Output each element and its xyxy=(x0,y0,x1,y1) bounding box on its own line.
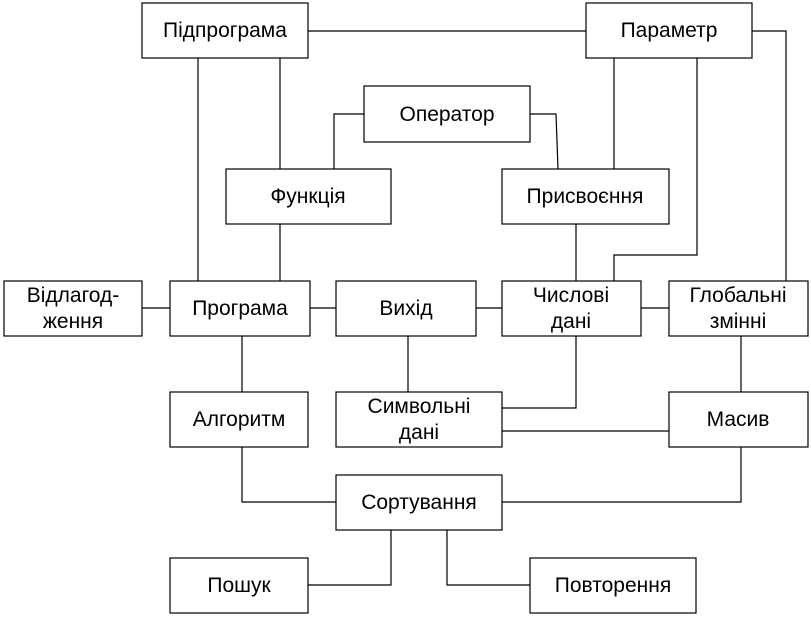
node-operator: Оператор xyxy=(363,85,531,143)
edge-masyv-sortuvannia xyxy=(502,447,742,503)
node-label: Масив xyxy=(707,408,770,431)
edge-chyslovi-dani-symvolni-dani xyxy=(502,336,577,409)
node-label-line2: ження xyxy=(43,310,103,333)
node-label: Програма xyxy=(192,297,288,320)
node-pidprohrama: Підпрограма xyxy=(141,2,309,59)
node-povtorennia: Повторення xyxy=(529,557,697,614)
node-label: Оператор xyxy=(399,103,494,126)
edge-operator-funktsiia xyxy=(333,113,364,169)
node-label-line1: Символьні xyxy=(368,395,471,418)
node-vidlahodzhennia: Відлагод- ження xyxy=(3,280,143,337)
node-funktsiia: Функція xyxy=(225,168,392,225)
connectors xyxy=(142,30,787,586)
node-label-line1: Глобальні xyxy=(689,284,786,307)
edge-alhorytm-sortuvannia xyxy=(241,447,336,503)
node-hlobalni-zminni: Глобальні змінні xyxy=(668,280,809,337)
edge-sortuvannia-povtorennia xyxy=(446,530,530,586)
edge-operator-prysvoiennia xyxy=(530,113,559,170)
node-label: Присвоєння xyxy=(527,185,644,208)
node-poshuk: Пошук xyxy=(169,557,309,614)
node-label: Вихід xyxy=(379,297,432,320)
node-label-line1: Числові xyxy=(533,284,609,307)
node-alhorytm: Алгоритм xyxy=(169,391,309,448)
node-label: Алгоритм xyxy=(193,408,286,431)
node-masyv: Масив xyxy=(668,391,809,448)
node-parametr: Параметр xyxy=(585,2,753,59)
node-label: Параметр xyxy=(621,19,718,42)
node-label: Функція xyxy=(270,185,345,208)
node-label: Сортування xyxy=(361,491,477,514)
edge-parametr-hlobalni-zminni xyxy=(752,30,787,281)
edge-sortuvannia-poshuk xyxy=(308,530,392,586)
node-label: Повторення xyxy=(555,574,671,597)
node-label-line1: Відлагод- xyxy=(27,284,120,307)
node-symvolni-dani: Символьні дані xyxy=(335,391,503,448)
node-label: Пошук xyxy=(207,574,271,597)
node-vykhid: Вихід xyxy=(335,280,477,337)
node-chyslovi-dani: Числові дані xyxy=(501,280,642,337)
node-sortuvannia: Сортування xyxy=(335,474,503,531)
node-prohrama: Програма xyxy=(169,280,311,337)
node-label-line2: дані xyxy=(399,421,439,444)
node-prysvoiennia: Присвоєння xyxy=(501,168,670,225)
node-label-line2: змінні xyxy=(710,310,767,333)
node-label-line2: дані xyxy=(551,310,591,333)
node-label: Підпрограма xyxy=(163,19,287,42)
edge-parametr-chyslovi-dani xyxy=(613,58,698,281)
